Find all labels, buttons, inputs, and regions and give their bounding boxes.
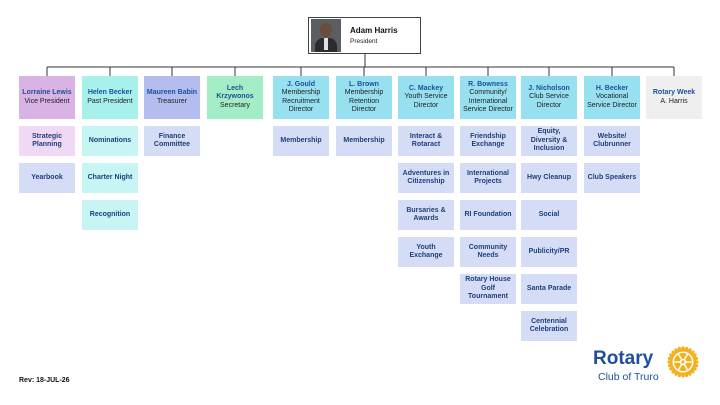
position-name: R. Bowness <box>468 80 508 88</box>
committee-box: Recognition <box>82 200 138 230</box>
committee-box: Yearbook <box>19 163 75 193</box>
position-role: Vice President <box>24 97 70 105</box>
president-role: President <box>350 38 378 45</box>
committee-box: Santa Parade <box>521 274 577 304</box>
committee-box: Charter Night <box>82 163 138 193</box>
position-role: Club Service Director <box>529 93 569 109</box>
committee-box: International Projects <box>460 163 516 193</box>
position-name: Helen Becker <box>87 89 133 96</box>
committee-box: Rotary House Golf Tournament <box>460 274 516 304</box>
committee-box: Nominations <box>82 126 138 156</box>
committee-box: Interact & Rotaract <box>398 126 454 156</box>
position-role: Secretary <box>220 101 250 109</box>
position-name: C. Mackey <box>408 84 444 92</box>
position-name: Lorraine Lewis <box>22 89 72 96</box>
president-photo <box>311 19 341 52</box>
position-role: Community/ International Service Directo… <box>463 89 513 113</box>
position-role: Treasurer <box>156 97 188 105</box>
revision-label: Rev: 18-JUL-26 <box>19 377 70 384</box>
committee-box: Youth Exchange <box>398 237 454 267</box>
position-role: Membership Recruitment Director <box>281 89 321 113</box>
committee-box: Club Speakers <box>584 163 640 193</box>
position-role: Past President <box>87 97 133 105</box>
president-name: Adam Harris <box>350 26 398 35</box>
logo-club: Club of Truro <box>598 371 659 383</box>
committee-box: Bursaries & Awards <box>398 200 454 230</box>
committee-box: Friendship Exchange <box>460 126 516 156</box>
committee-box: Membership <box>336 126 392 156</box>
committee-box: Centennial Celebration <box>521 311 577 341</box>
committee-box: Adventures in Citizenship <box>398 163 454 193</box>
position-name: Maureen Babin <box>146 89 198 96</box>
president-box: Adam Harris President <box>308 17 421 54</box>
committee-box: Finance Committee <box>144 126 200 156</box>
position-name: H. Becker <box>595 84 629 92</box>
committee-box: Equity, Diversity & Inclusion <box>521 126 577 156</box>
committee-box: Membership <box>273 126 329 156</box>
position-name: L. Brown <box>349 80 379 88</box>
position-role: Membership Retention Director <box>344 89 384 113</box>
committee-box: Hwy Cleanup <box>521 163 577 193</box>
position-name: J. Nicholson <box>528 84 570 92</box>
position-role: Vocational Service Director <box>587 93 637 109</box>
logo-word: Rotary <box>593 348 654 369</box>
committee-box: Community Needs <box>460 237 516 267</box>
committee-box: Social <box>521 200 577 230</box>
position-name: J. Gould <box>287 80 315 88</box>
position-name: Rotary Week <box>652 89 696 96</box>
position-name: Lech Krzywonos <box>216 84 254 101</box>
rotary-logo: Rotary Club of Truro <box>593 346 703 386</box>
committee-box: Publicity/PR <box>521 237 577 267</box>
position-role: Youth Service Director <box>404 93 448 109</box>
committee-box: Website/ Clubrunner <box>584 126 640 156</box>
position-role: A. Harris <box>660 97 688 105</box>
rotary-wheel-icon <box>667 346 699 378</box>
committee-box: RI Foundation <box>460 200 516 230</box>
committee-box: Strategic Planning <box>19 126 75 156</box>
